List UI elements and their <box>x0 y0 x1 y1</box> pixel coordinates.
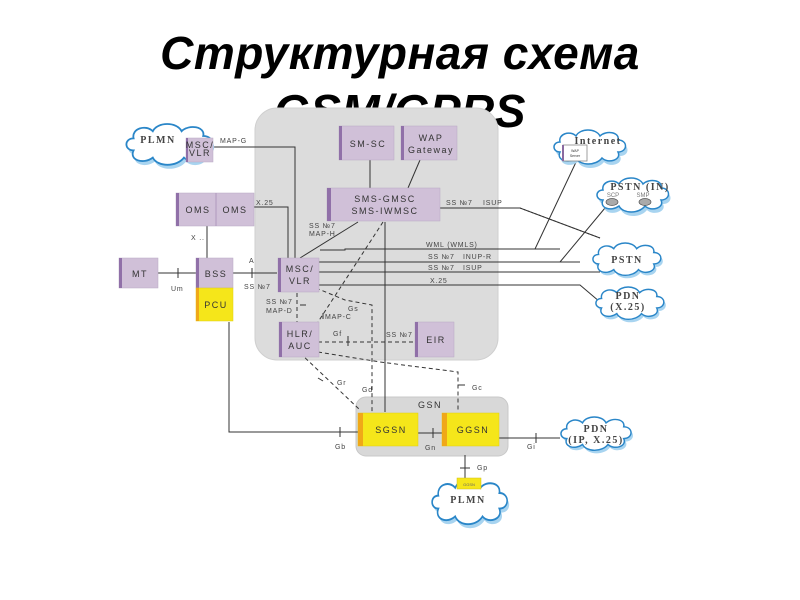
cloud-pdn-x25: PDN (X.25) <box>595 286 666 323</box>
eir-label: EIR <box>426 335 446 345</box>
smp-label: SMP <box>636 193 649 199</box>
eir-node[interactable]: EIR <box>414 321 455 358</box>
cloud-pdn-x25-label-2: (X.25) <box>610 302 645 313</box>
iface-x-oms-bss: X .. <box>191 235 205 242</box>
cloud-internet: Internet <box>553 129 628 168</box>
wap-gateway-node[interactable]: WAP Gateway <box>400 125 458 161</box>
plmn-ggsn-label: GGSN <box>463 482 475 487</box>
plmn-msc-label-1: MSC/ <box>186 140 215 150</box>
ggsn-node[interactable]: GGSN <box>441 412 500 447</box>
cloud-pstn-label: PSTN <box>611 255 643 266</box>
iface-ss7-eir: SS №7 <box>386 332 413 339</box>
plmn-msc-vlr-node[interactable]: MSC/ VLR <box>185 137 215 163</box>
iface-map-c: MAP-C <box>325 314 352 321</box>
sms-gmsc-label-2: SMS-IWMSC <box>352 206 419 216</box>
plmn-ggsn-node[interactable]: GGSN <box>456 477 482 490</box>
iface-gf: Gf <box>333 331 342 338</box>
iface-ss7-map-d-2: MAP-D <box>266 308 293 315</box>
iface-ss7-isup-1: SS №7 <box>428 265 455 272</box>
bss-node[interactable]: BSS <box>195 257 234 289</box>
cloud-pdn-ip: PDN (IP, X.25) <box>560 416 634 454</box>
iface-ss7-inup-2: INUP-R <box>463 254 492 261</box>
iface-map-g: MAP-G <box>220 138 247 145</box>
iface-wml: WML (WMLS) <box>426 242 478 249</box>
mt-node[interactable]: MT <box>118 257 159 289</box>
slide-title-line1: Структурная схема <box>160 27 640 79</box>
sm-sc-node[interactable]: SM-SC <box>338 125 395 161</box>
mt-label: MT <box>132 269 148 279</box>
cloud-plmn-bottom-label: PLMN <box>450 495 485 506</box>
iface-gd: Gd <box>362 387 373 394</box>
iface-um: Um <box>171 286 184 293</box>
msc-vlr-label-1: MSC/ <box>286 264 315 274</box>
cloud-pstn-in-label: PSTN (IN) <box>610 182 669 193</box>
oms-label-2: OMS <box>222 205 247 215</box>
iface-ss7-inup-1: SS №7 <box>428 254 455 261</box>
cloud-pdn-ip-label-2: (IP, X.25) <box>568 435 623 446</box>
iface-ss7-map-h-1: SS №7 <box>309 223 336 230</box>
cloud-pstn-in: PSTN (IN) <box>596 177 671 216</box>
pcu-label: PCU <box>204 300 228 310</box>
cloud-plmn-bottom: PLMN <box>431 479 510 529</box>
solid-links <box>158 146 643 478</box>
wap-gateway-label-1: WAP <box>419 133 444 143</box>
iface-x25-msc: X.25 <box>430 278 448 285</box>
scp-label: SCP <box>607 193 619 199</box>
bss-label: BSS <box>205 269 228 279</box>
msc-vlr-label-2: VLR <box>289 276 311 286</box>
sms-gmsc-label-1: SMS-GMSC <box>354 194 416 204</box>
pcu-node[interactable]: PCU <box>195 287 234 322</box>
cloud-pdn-ip-label-1: PDN <box>583 424 608 435</box>
sms-gmsc-node[interactable]: SMS-GMSC SMS-IWMSC <box>326 187 441 222</box>
hlr-auc-label-2: AUC <box>288 341 312 351</box>
core-network-panel <box>254 107 499 361</box>
dashed-links <box>296 221 459 412</box>
cloud-plmn-top-label: PLMN <box>140 135 175 146</box>
iface-ss7-map-h-2: MAP-H <box>309 231 336 238</box>
sm-sc-label: SM-SC <box>350 139 387 149</box>
msc-vlr-node[interactable]: MSC/ VLR <box>277 257 320 293</box>
iface-ss7-isup-sms-2: ISUP <box>483 200 503 207</box>
iface-gs: Gs <box>348 306 359 313</box>
wap-server-label-1: WAP <box>571 149 580 153</box>
iface-ss7-a: SS №7 <box>244 284 271 291</box>
ggsn-label: GGSN <box>457 425 490 435</box>
sgsn-label: SGSN <box>375 425 407 435</box>
iface-gi: Gi <box>527 444 536 451</box>
cloud-internet-label: Internet <box>575 136 622 147</box>
wap-server-node: WAP Server <box>562 144 588 162</box>
iface-gb: Gb <box>335 444 346 451</box>
iface-x25-oms: X.25 <box>256 200 274 207</box>
gsn-group-label: GSN <box>418 400 442 410</box>
hlr-auc-node[interactable]: HLR/ AUC <box>278 321 320 358</box>
hlr-auc-label-1: HLR/ <box>287 329 314 339</box>
oms-node[interactable]: OMS OMS <box>175 192 255 227</box>
iface-a: A <box>249 258 254 265</box>
iface-ss7-map-d-1: SS №7 <box>266 299 293 306</box>
wap-gateway-label-2: Gateway <box>408 145 454 155</box>
cloud-plmn-top: PLMN <box>125 123 215 169</box>
iface-gn: Gn <box>425 445 436 452</box>
iface-ss7-isup-sms-1: SS №7 <box>446 200 473 207</box>
iface-gp: Gp <box>477 465 488 472</box>
sgsn-node[interactable]: SGSN <box>357 412 419 447</box>
scp-smp-nodes: SCP SMP <box>605 193 652 206</box>
iface-ss7-isup-2: ISUP <box>463 265 483 272</box>
oms-label-1: OMS <box>185 205 210 215</box>
cloud-pdn-x25-label-1: PDN <box>615 291 640 302</box>
iface-gr: Gr <box>337 380 346 387</box>
cloud-pstn: PSTN <box>592 242 663 279</box>
plmn-msc-label-2: VLR <box>189 148 211 158</box>
wap-server-label-2: Server <box>570 154 581 158</box>
iface-gc: Gc <box>472 385 483 392</box>
